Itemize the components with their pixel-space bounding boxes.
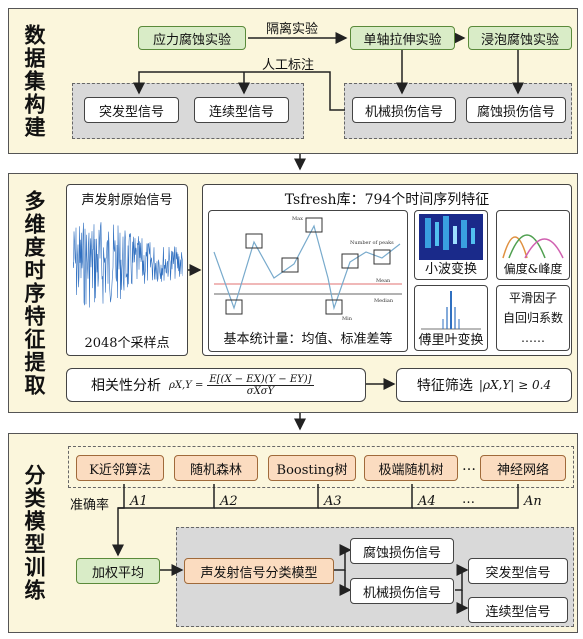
skew-label: 偏度&峰度 xyxy=(503,262,563,276)
sample-count: 2048个采样点 xyxy=(84,336,170,351)
skew-graphic xyxy=(502,234,564,259)
correlation-formula: E[(X − EX)(Y − EY)] σXσY xyxy=(207,373,314,397)
section-title-feature: 多维度时序特征提取 xyxy=(22,189,46,397)
feature-select-cond: |ρX,Y| ≥ 0.4 xyxy=(478,378,552,392)
extra-trees-box: 极端随机树 xyxy=(364,455,458,481)
a3-label: A3 xyxy=(324,494,342,509)
continuous-signal-box: 连续型信号 xyxy=(194,97,289,123)
manual-label: 人工标注 xyxy=(262,58,315,73)
isolation-label: 隔离实验 xyxy=(266,22,319,37)
a2-label: A2 xyxy=(220,494,238,509)
raw-signal-title: 声发射原始信号 xyxy=(81,193,173,208)
an-label: An xyxy=(524,494,542,509)
feature-select-box: 特征筛选 |ρX,Y| ≥ 0.4 xyxy=(396,368,572,402)
uniaxial-box: 单轴拉伸实验 xyxy=(350,26,455,50)
accuracy-label: 准确率 xyxy=(70,498,110,513)
mean-text: Mean xyxy=(376,278,391,284)
section-title-training: 分类模型训练 xyxy=(22,464,46,602)
correlation-label: 相关性分析 xyxy=(91,378,161,394)
smoothing-label: 平滑因子 xyxy=(508,291,557,305)
weighted-average-box: 加权平均 xyxy=(76,558,160,584)
stress-corrosion-box: 应力腐蚀实验 xyxy=(138,26,246,50)
corrosion-damage-box: 腐蚀损伤信号 xyxy=(466,97,566,123)
random-forest-box: 随机森林 xyxy=(174,455,258,481)
stats-label: 基本统计量：均值、标准差等 xyxy=(223,332,393,347)
waveform-line xyxy=(73,222,183,308)
peaks-text: Number of peaks xyxy=(350,240,394,246)
immersion-box: 浸泡腐蚀实验 xyxy=(468,26,572,50)
section-title-dataset: 数据集构建 xyxy=(22,23,46,139)
fourier-graphic xyxy=(421,291,481,330)
ellipsis-label: …… xyxy=(521,331,545,345)
burst-signal-box: 突发型信号 xyxy=(84,97,179,123)
wavelet-label: 小波变换 xyxy=(424,262,477,277)
knn-box: K近邻算法 xyxy=(76,455,164,481)
out-mechanical-box: 机械损伤信号 xyxy=(350,578,454,604)
stats-box: 基本统计量：均值、标准差等 xyxy=(208,210,408,352)
rho-lhs: ρX,Y = xyxy=(169,379,204,391)
stats-line-graphic: Max Number of peaks Mean Median Min xyxy=(213,216,402,322)
wavelet-graphic xyxy=(419,214,483,260)
waveform-graphic xyxy=(73,222,183,308)
correlation-box: 相关性分析 ρX,Y = E[(X − EX)(Y − EY)] σXσY xyxy=(66,368,366,402)
feature-select-label: 特征筛选 xyxy=(416,378,473,394)
mechanical-damage-box: 机械损伤信号 xyxy=(352,97,456,123)
a1-label: A1 xyxy=(130,494,148,509)
model-ellipsis: … xyxy=(462,458,476,474)
out-continuous-box: 连续型信号 xyxy=(468,597,568,623)
median-text: Median xyxy=(374,298,394,304)
out-corrosion-box: 腐蚀损伤信号 xyxy=(350,538,454,564)
max-text: Max xyxy=(292,216,303,222)
autoreg-label: 自回归系数 xyxy=(502,311,563,325)
a4-label: A4 xyxy=(418,494,436,509)
raw-signal-box: 声发射原始信号 2048个采样点 xyxy=(66,184,188,356)
boosting-box: Boosting树 xyxy=(268,455,356,481)
classifier-box: 声发射信号分类模型 xyxy=(184,558,334,584)
smoothing-box: 平滑因子 自回归系数 …… xyxy=(496,285,570,351)
accuracy-ellipsis: … xyxy=(462,492,475,507)
min-text: Min xyxy=(342,316,353,322)
neural-net-box: 神经网络 xyxy=(480,455,566,481)
tsfresh-title: Tsfresh库：794个时间序列特征 xyxy=(284,192,490,208)
fourier-label: 傅里叶变换 xyxy=(418,333,484,348)
out-burst-box: 突发型信号 xyxy=(468,558,568,584)
